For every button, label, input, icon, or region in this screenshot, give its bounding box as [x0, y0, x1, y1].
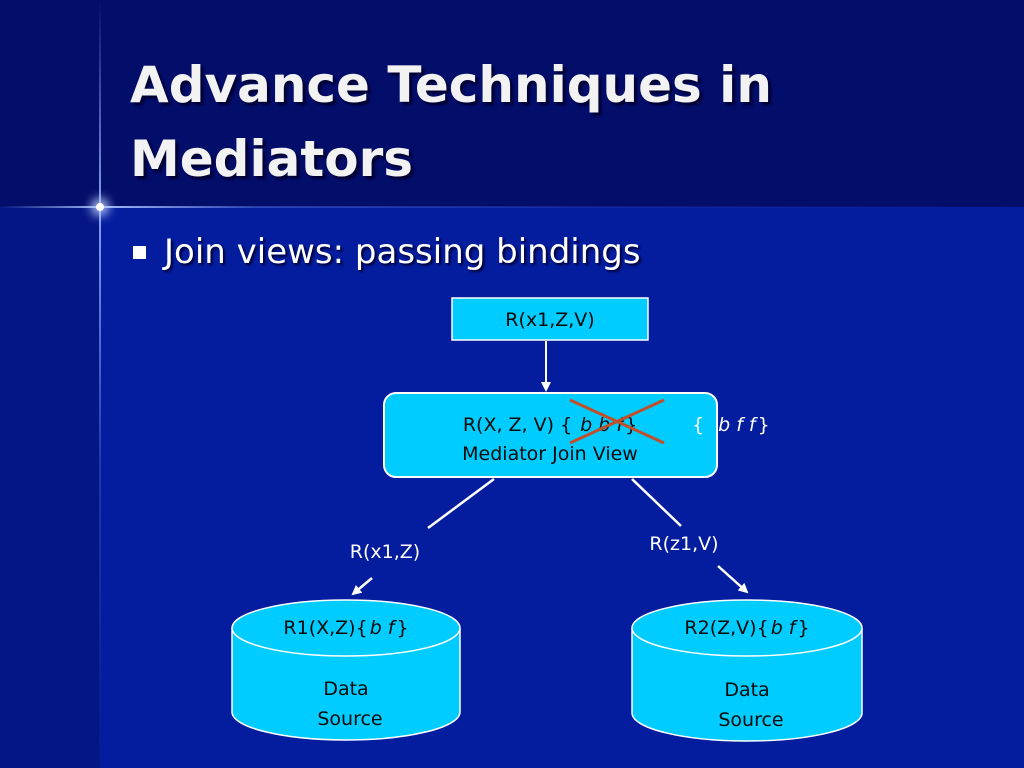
- edge-right-upper: [631, 478, 682, 527]
- mediator-line2: Mediator Join View: [462, 443, 638, 465]
- r1-body-line1: Data: [323, 678, 368, 700]
- bullet-item: Join views: passing bindings: [133, 232, 641, 272]
- query-box: R(x1,Z,V): [451, 297, 649, 341]
- query-box-label: R(x1,Z,V): [505, 309, 594, 331]
- mediator-relation: R(X, Z, V) {: [463, 414, 572, 436]
- r2-close-brace: }: [797, 617, 809, 639]
- left-band: [0, 207, 100, 768]
- r1-header: R1(X,Z){b f}: [283, 617, 408, 639]
- r1-relation: R1(X,Z){: [283, 617, 367, 639]
- new-binding-value: b f f: [718, 414, 759, 436]
- r2-binding: b f: [771, 617, 799, 639]
- horizontal-glow-line: [0, 206, 1024, 208]
- title-band: [0, 0, 1024, 207]
- r2-body-line2: Source: [718, 709, 783, 731]
- sparkle-icon: [96, 203, 104, 211]
- r2-body-line1: Data: [724, 679, 769, 701]
- edge-left-arrow: [351, 577, 373, 596]
- r2-header: R2(Z,V){b f}: [684, 617, 809, 639]
- edge-left-upper: [427, 477, 495, 530]
- r2-relation: R2(Z,V){: [684, 617, 768, 639]
- data-source-r1: R1(X,Z){b f} Data Source: [231, 599, 461, 741]
- edge-right-label: R(z1,V): [649, 533, 718, 555]
- r1-body-line2: Source: [317, 708, 382, 730]
- slide-title: Advance Techniques in Mediators: [130, 56, 772, 188]
- new-binding-open: {: [692, 414, 704, 436]
- bullet-text: Join views: passing bindings: [164, 232, 641, 272]
- r1-close-brace: }: [396, 617, 408, 639]
- new-binding-label: { b f f}: [692, 414, 770, 436]
- edge-left-label: R(x1,Z): [350, 541, 420, 563]
- strike-cross: [569, 398, 665, 445]
- new-binding-close: }: [758, 414, 770, 436]
- square-bullet-icon: [133, 245, 146, 259]
- r1-binding: b f: [370, 617, 398, 639]
- data-source-r2: R2(Z,V){b f} Data Source: [631, 599, 863, 742]
- mediator-join-view-box: R(X, Z, V) {b b f} Mediator Join View: [383, 392, 718, 478]
- vertical-glow-line: [99, 0, 101, 768]
- crossed-binding: b b f: [580, 414, 626, 436]
- edge-right-arrow: [717, 565, 749, 594]
